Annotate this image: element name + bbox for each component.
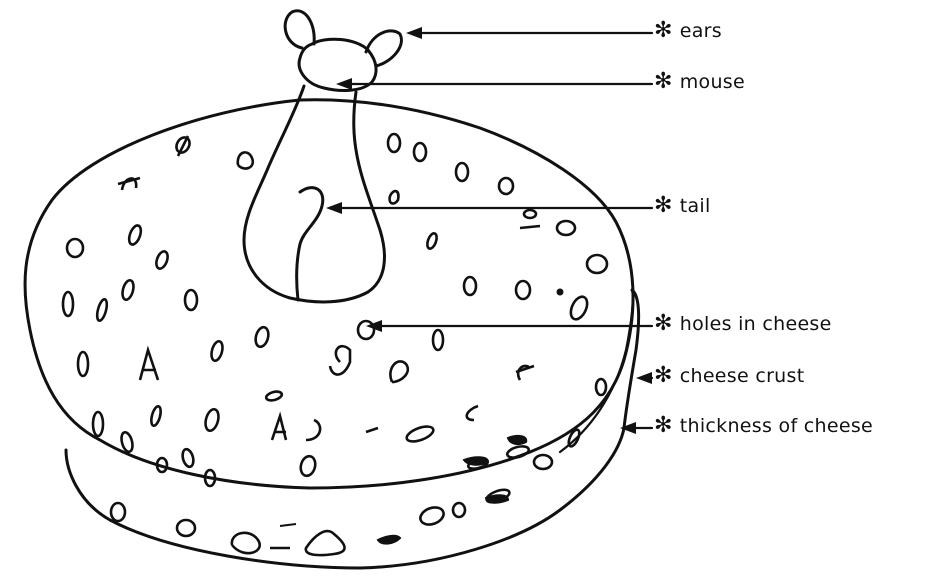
cheese-side-band xyxy=(66,290,639,568)
label-crust-text: cheese crust xyxy=(680,365,805,387)
pointer-lines xyxy=(326,27,652,434)
label-ears: ✻ ears xyxy=(654,20,722,42)
label-mouse: ✻ mouse xyxy=(654,71,745,93)
mouse-ear-left xyxy=(285,11,314,48)
mouse-tail xyxy=(297,188,323,300)
cheese-top xyxy=(25,100,633,488)
arrowhead-ears xyxy=(406,27,422,39)
cheese-holes xyxy=(63,134,607,555)
asterisk-icon: ✻ xyxy=(654,313,673,335)
asterisk-icon: ✻ xyxy=(654,365,673,387)
mouse-ear-right xyxy=(366,31,401,66)
mouse-head xyxy=(299,39,376,90)
label-ears-text: ears xyxy=(680,20,722,42)
mouse-figure xyxy=(244,11,401,302)
label-thickness-text: thickness of cheese xyxy=(680,415,873,437)
asterisk-icon: ✻ xyxy=(654,415,673,437)
label-tail: ✻ tail xyxy=(654,195,711,217)
label-crust: ✻ cheese crust xyxy=(654,365,804,387)
asterisk-icon: ✻ xyxy=(654,195,673,217)
label-holes: ✻ holes in cheese xyxy=(654,313,832,335)
arrowhead-crust xyxy=(636,372,652,384)
asterisk-icon: ✻ xyxy=(654,71,673,93)
arrowhead-tail xyxy=(326,202,342,214)
label-holes-text: holes in cheese xyxy=(680,313,832,335)
label-tail-text: tail xyxy=(680,195,711,217)
label-mouse-text: mouse xyxy=(680,71,745,93)
mouse-body xyxy=(244,86,384,302)
label-thickness: ✻ thickness of cheese xyxy=(654,415,873,437)
asterisk-icon: ✻ xyxy=(654,20,673,42)
arrowhead-mouse xyxy=(336,78,352,90)
